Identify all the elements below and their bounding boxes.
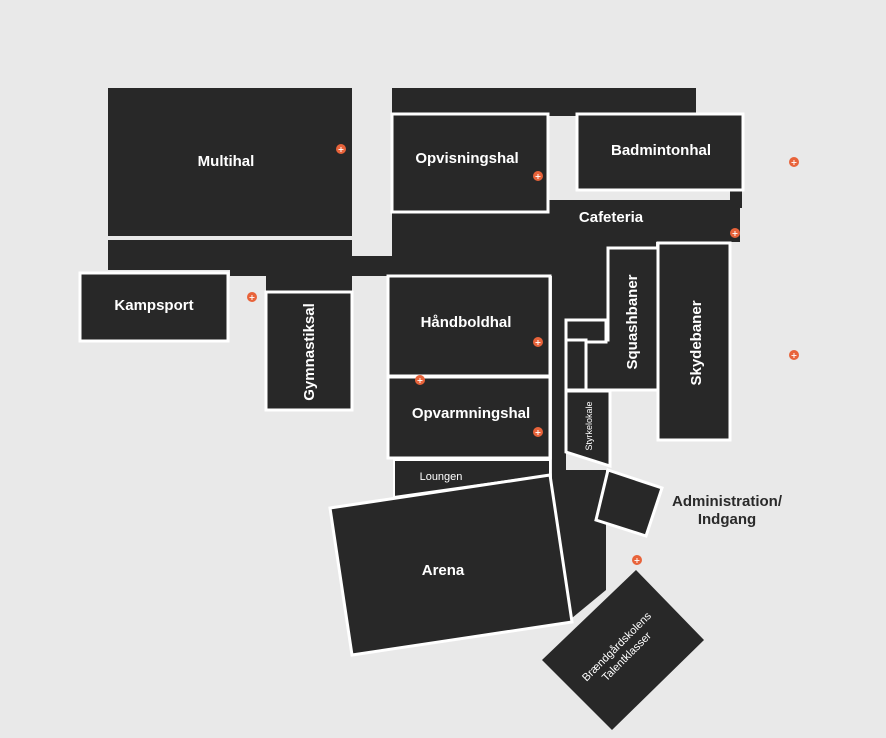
svg-text:+: + <box>338 145 345 154</box>
room-badmintonhal[interactable]: Badmintonhal <box>575 112 745 192</box>
room-label-kampsport: Kampsport <box>114 297 193 314</box>
room-label-administration-line1: Administration/ <box>672 493 783 510</box>
svg-text:+: + <box>791 351 798 360</box>
opvisningshal-marker-icon[interactable]: + <box>533 171 543 181</box>
room-skydebaner[interactable]: Skydebaner <box>656 241 732 442</box>
haandboldhal-marker-icon[interactable]: + <box>533 337 543 347</box>
room-label-opvisningshal: Opvisningshal <box>415 150 518 167</box>
room-label-administration-line2: Indgang <box>698 511 756 528</box>
room-label-squashbaner: Squashbaner <box>624 274 641 369</box>
room-label-styrkelokale: Styrkelokale <box>584 401 594 450</box>
cafeteria-marker-icon[interactable]: + <box>730 228 740 238</box>
opvarmningshal-top-marker-icon[interactable]: + <box>415 375 425 385</box>
room-arena[interactable]: Arena <box>328 473 574 657</box>
kampsport-marker-icon[interactable]: + <box>247 292 257 302</box>
room-label-opvarmningshal: Opvarmningshal <box>412 405 530 422</box>
talentklasser-marker-icon[interactable]: + <box>632 555 642 565</box>
svg-text:+: + <box>535 338 542 347</box>
svg-text:+: + <box>634 556 641 565</box>
room-cafeteria[interactable]: Cafeteria <box>579 209 644 226</box>
room-talentklasser[interactable]: Brændgårdskolens Talentklasser <box>542 570 704 730</box>
skydebaner-marker-icon[interactable]: + <box>789 350 799 360</box>
svg-text:+: + <box>249 293 256 302</box>
badmintonhal-marker-icon[interactable]: + <box>789 157 799 167</box>
svg-text:+: + <box>417 376 424 385</box>
svg-text:+: + <box>791 158 798 167</box>
svg-text:+: + <box>535 172 542 181</box>
room-label-multihal: Multihal <box>198 153 255 170</box>
svg-text:+: + <box>535 428 542 437</box>
room-label-badmintonhal: Badmintonhal <box>611 142 711 159</box>
room-styrkelokale[interactable]: Styrkelokale <box>564 389 612 469</box>
room-gymnastiksal[interactable]: Gymnastiksal <box>264 290 354 412</box>
room-label-arena: Arena <box>422 562 465 579</box>
room-label-skydebaner: Skydebaner <box>688 300 705 385</box>
room-label-gymnastiksal: Gymnastiksal <box>301 303 318 401</box>
multihal-marker-icon[interactable]: + <box>336 144 346 154</box>
room-label-haandboldhal: Håndboldhal <box>421 314 512 331</box>
room-multihal[interactable]: Multihal <box>108 88 352 236</box>
room-label-cafeteria: Cafeteria <box>579 209 644 226</box>
opvarmningshal-marker-icon[interactable]: + <box>533 427 543 437</box>
svg-text:+: + <box>732 229 739 238</box>
room-haandboldhal[interactable]: Håndboldhal <box>386 274 552 378</box>
room-label-loungen: Loungen <box>420 471 463 483</box>
room-opvisningshal[interactable]: Opvisningshal <box>390 112 550 214</box>
room-administration-indgang[interactable]: Administration/ Indgang <box>594 468 783 538</box>
room-kampsport[interactable]: Kampsport <box>78 271 230 343</box>
room-opvarmningshal[interactable]: Opvarmningshal <box>386 375 552 460</box>
